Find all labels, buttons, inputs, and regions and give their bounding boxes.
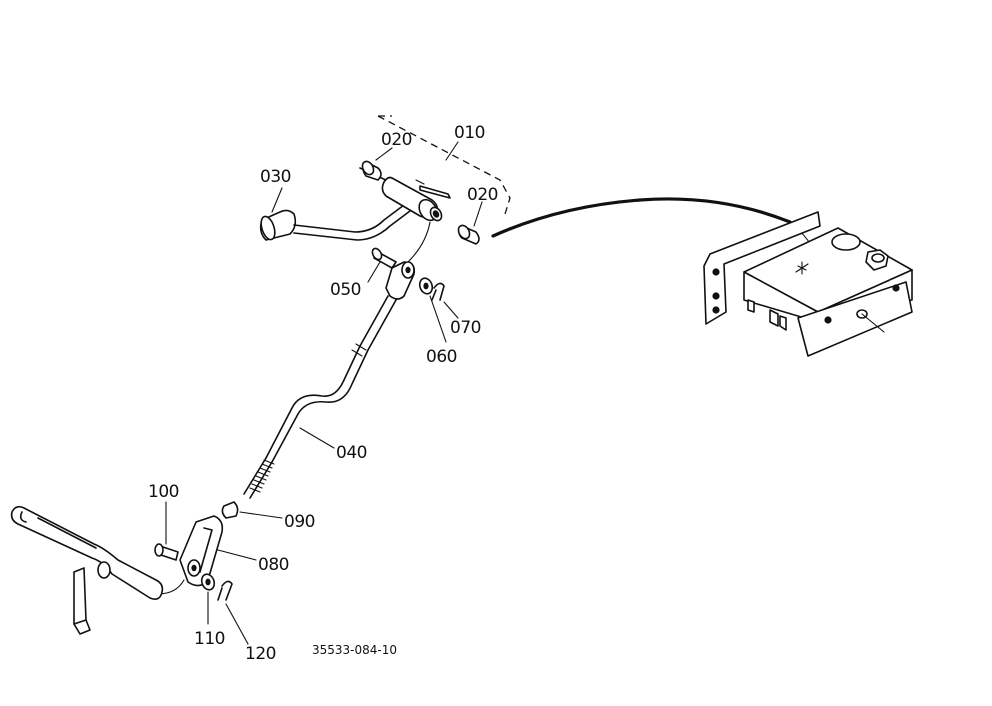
control-rod[interactable]	[243, 295, 397, 499]
bushing-upper[interactable]	[360, 159, 382, 181]
cotter-pin-120[interactable]	[217, 580, 233, 601]
callout-020-upper: 020	[381, 130, 412, 150]
callout-040: 040	[336, 443, 367, 463]
callout-090: 090	[284, 512, 315, 532]
callout-080: 080	[258, 555, 289, 575]
assembly-bracket	[377, 115, 511, 215]
yoke-pin-100[interactable]	[154, 543, 179, 561]
callout-leaders	[165, 141, 483, 645]
callout-100: 100	[148, 482, 179, 502]
callout-070: 070	[450, 318, 481, 338]
callout-120: 120	[245, 644, 276, 664]
upper-clevis[interactable]	[385, 261, 416, 300]
assembly-leader-arc	[407, 221, 431, 263]
nut-090[interactable]	[221, 501, 239, 519]
callout-110: 110	[194, 629, 225, 649]
drawing-number: 35533-084-10	[312, 643, 397, 657]
rod-thread	[243, 457, 275, 499]
lever-shaft[interactable]	[359, 167, 451, 224]
cotter-pin-070[interactable]	[431, 282, 445, 301]
washer-060[interactable]	[418, 276, 435, 295]
control-cable	[491, 197, 792, 238]
callout-060: 060	[426, 347, 457, 367]
callout-030: 030	[260, 167, 291, 187]
lower-yoke[interactable]	[179, 515, 224, 587]
bushing-lower[interactable]	[456, 223, 480, 245]
callout-010: 010	[454, 123, 485, 143]
pedal-arm[interactable]	[10, 505, 164, 635]
clevis-pin-050[interactable]	[371, 247, 397, 269]
hand-lever[interactable]	[259, 201, 415, 241]
washer-110[interactable]	[200, 572, 217, 591]
callout-050: 050	[330, 280, 361, 300]
callout-020-lower: 020	[467, 185, 498, 205]
valve-bracket-assembly	[703, 211, 913, 357]
